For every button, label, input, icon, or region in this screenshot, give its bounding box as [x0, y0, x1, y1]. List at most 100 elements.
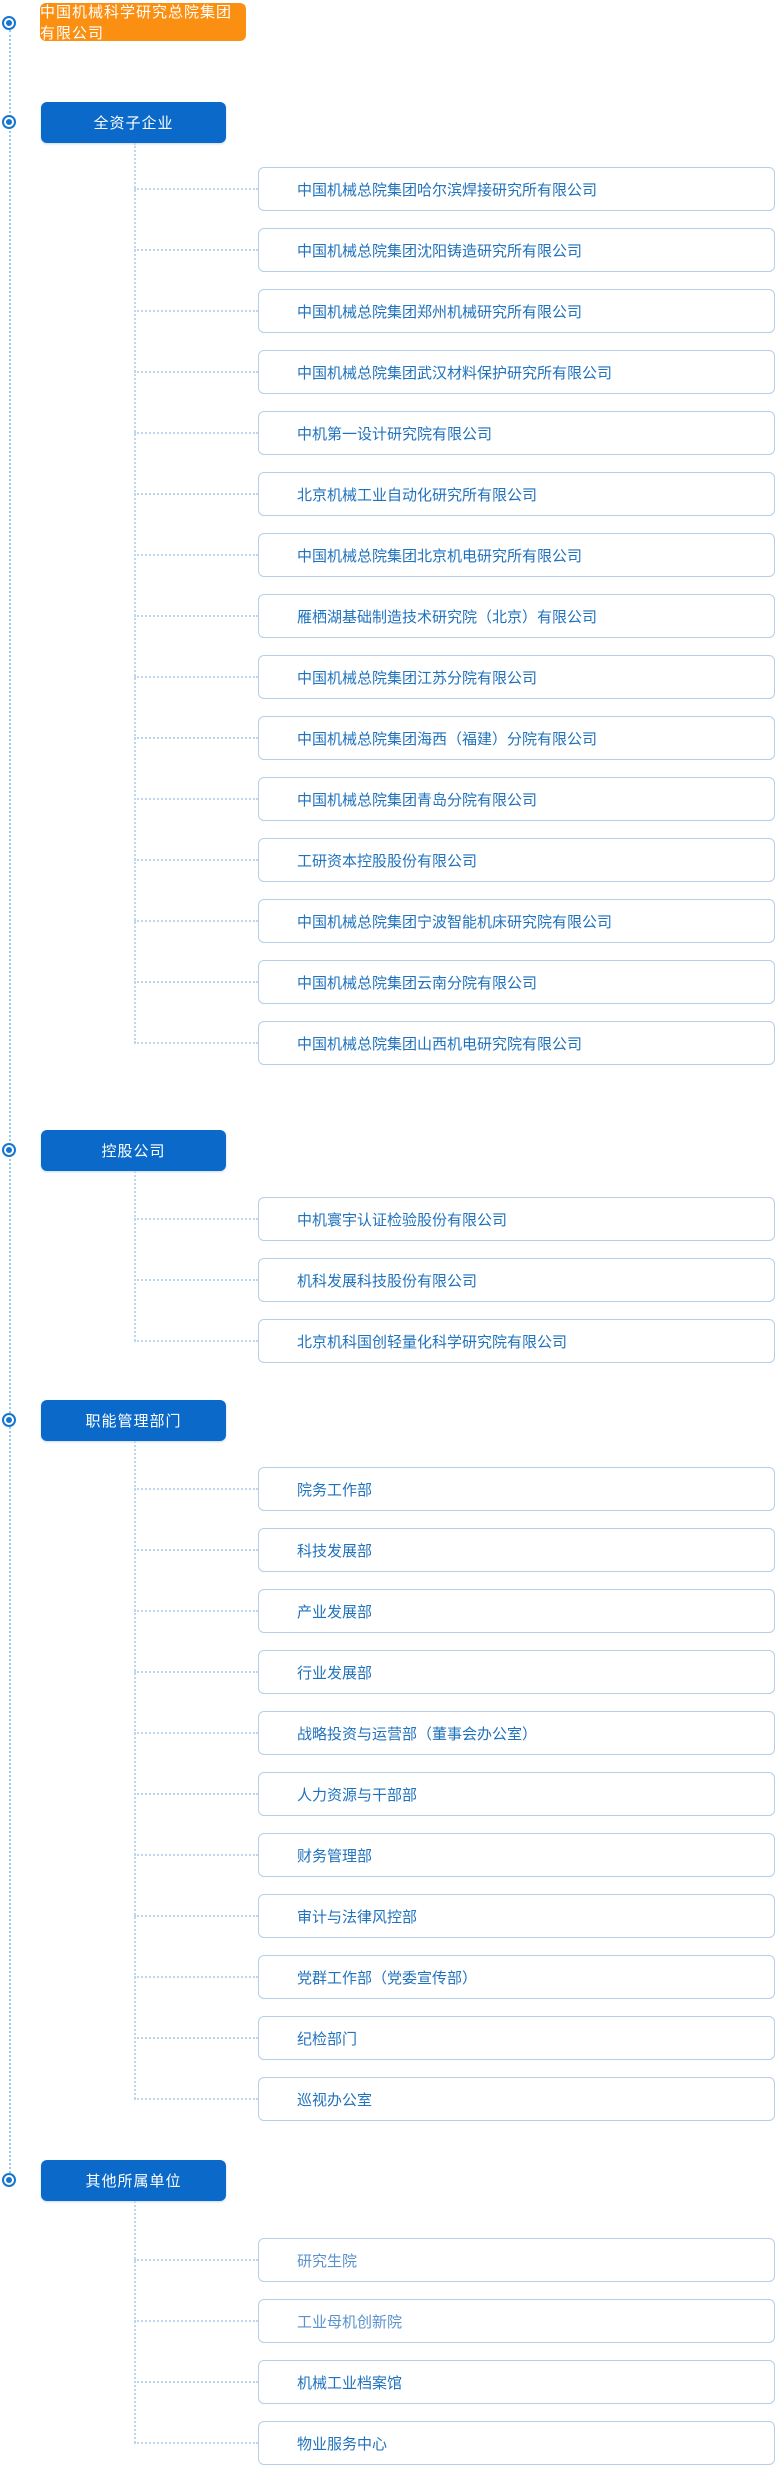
org-item-node[interactable]: 机械工业档案馆 [258, 2360, 775, 2404]
org-item-node[interactable]: 党群工作部（党委宣传部） [258, 1955, 775, 1999]
org-item-node[interactable]: 物业服务中心 [258, 2421, 775, 2465]
org-item-node[interactable]: 审计与法律风控部 [258, 1894, 775, 1938]
org-item-row: 中国机械总院集团山西机电研究院有限公司 [0, 1021, 775, 1065]
org-item-label: 纪检部门 [297, 2029, 358, 2048]
connector-branch-line [134, 2259, 258, 2261]
org-item-label: 院务工作部 [297, 1480, 373, 1499]
org-item-node[interactable]: 中国机械总院集团哈尔滨焊接研究所有限公司 [258, 167, 775, 211]
connector-branch-line [134, 188, 258, 190]
connector-branch-line [134, 1793, 258, 1795]
org-item-node[interactable]: 中国机械总院集团郑州机械研究所有限公司 [258, 289, 775, 333]
org-item-node[interactable]: 机科发展科技股份有限公司 [258, 1258, 775, 1302]
connector-branch-line [134, 859, 258, 861]
org-item-row: 战略投资与运营部（董事会办公室） [0, 1711, 775, 1755]
radio-bullet-icon[interactable] [2, 2173, 16, 2187]
radio-bullet-icon[interactable] [2, 115, 16, 129]
org-item-node[interactable]: 中国机械总院集团海西（福建）分院有限公司 [258, 716, 775, 760]
org-item-node[interactable]: 巡视办公室 [258, 2077, 775, 2121]
org-item-label: 中国机械总院集团北京机电研究所有限公司 [297, 546, 583, 565]
org-item-node[interactable]: 行业发展部 [258, 1650, 775, 1694]
section-header-label: 控股公司 [101, 1142, 166, 1160]
org-item-node[interactable]: 北京机科国创轻量化科学研究院有限公司 [258, 1319, 775, 1363]
connector-vertical-line [134, 143, 136, 1043]
section-header-node[interactable]: 职能管理部门 [41, 1400, 226, 1441]
org-item-label: 中国机械总院集团哈尔滨焊接研究所有限公司 [297, 180, 598, 199]
org-item-node[interactable]: 中国机械总院集团北京机电研究所有限公司 [258, 533, 775, 577]
org-item-row: 雁栖湖基础制造技术研究院（北京）有限公司 [0, 594, 775, 638]
section-item-list: 中机寰宇认证检验股份有限公司机科发展科技股份有限公司北京机科国创轻量化科学研究院… [0, 1197, 775, 1380]
org-item-node[interactable]: 中国机械总院集团宁波智能机床研究院有限公司 [258, 899, 775, 943]
org-item-row: 纪检部门 [0, 2016, 775, 2060]
connector-branch-line [134, 615, 258, 617]
org-item-node[interactable]: 中国机械总院集团青岛分院有限公司 [258, 777, 775, 821]
connector-branch-line [134, 981, 258, 983]
section-item-list: 院务工作部科技发展部产业发展部行业发展部战略投资与运营部（董事会办公室） 人力资源… [0, 1467, 775, 2138]
org-item-node[interactable]: 北京机械工业自动化研究所有限公司 [258, 472, 775, 516]
org-item-label: 物业服务中心 [297, 2434, 388, 2453]
org-item-label: 北京机械工业自动化研究所有限公司 [297, 485, 538, 504]
org-item-row: 行业发展部 [0, 1650, 775, 1694]
connector-branch-line [134, 2381, 258, 2383]
org-item-label: 审计与法律风控部 [297, 1907, 418, 1926]
org-item-node[interactable]: 战略投资与运营部（董事会办公室） [258, 1711, 775, 1755]
org-item-node[interactable]: 中国机械总院集团沈阳铸造研究所有限公司 [258, 228, 775, 272]
org-item-label: 中国机械总院集团江苏分院有限公司 [297, 668, 538, 687]
org-item-label: 党群工作部（党委宣传部） [297, 1968, 478, 1987]
connector-branch-line [134, 1610, 258, 1612]
org-item-row: 工业母机创新院 [0, 2299, 775, 2343]
org-item-row: 北京机科国创轻量化科学研究院有限公司 [0, 1319, 775, 1363]
org-item-label: 中机第一设计研究院有限公司 [297, 424, 493, 443]
section-header-node[interactable]: 全资子企业 [41, 102, 226, 143]
section-item-list: 中国机械总院集团哈尔滨焊接研究所有限公司中国机械总院集团沈阳铸造研究所有限公司中… [0, 167, 775, 1082]
org-item-row: 院务工作部 [0, 1467, 775, 1511]
section-header-label: 全资子企业 [93, 114, 174, 132]
org-item-label: 研究生院 [297, 2251, 358, 2270]
org-item-row: 中国机械总院集团武汉材料保护研究所有限公司 [0, 350, 775, 394]
connector-branch-line [134, 737, 258, 739]
org-item-row: 工研资本控股股份有限公司 [0, 838, 775, 882]
org-item-node[interactable]: 人力资源与干部部 [258, 1772, 775, 1816]
org-item-node[interactable]: 研究生院 [258, 2238, 775, 2282]
org-item-row: 机科发展科技股份有限公司 [0, 1258, 775, 1302]
org-item-node[interactable]: 科技发展部 [258, 1528, 775, 1572]
org-item-row: 中国机械总院集团宁波智能机床研究院有限公司 [0, 899, 775, 943]
org-item-node[interactable]: 产业发展部 [258, 1589, 775, 1633]
org-item-node[interactable]: 财务管理部 [258, 1833, 775, 1877]
org-item-node[interactable]: 中国机械总院集团云南分院有限公司 [258, 960, 775, 1004]
section-header-node[interactable]: 控股公司 [41, 1130, 226, 1171]
radio-bullet-icon[interactable] [2, 1413, 16, 1427]
radio-bullet-icon[interactable] [2, 16, 16, 30]
org-item-row: 巡视办公室 [0, 2077, 775, 2121]
connector-branch-line [134, 798, 258, 800]
radio-bullet-icon[interactable] [2, 1143, 16, 1157]
org-item-label: 中国机械总院集团沈阳铸造研究所有限公司 [297, 241, 583, 260]
org-item-node[interactable]: 中国机械总院集团山西机电研究院有限公司 [258, 1021, 775, 1065]
org-item-node[interactable]: 中国机械总院集团武汉材料保护研究所有限公司 [258, 350, 775, 394]
root-node[interactable]: 中国机械科学研究总院集团有限公司 [40, 3, 246, 42]
org-item-node[interactable]: 雁栖湖基础制造技术研究院（北京）有限公司 [258, 594, 775, 638]
org-item-node[interactable]: 工研资本控股股份有限公司 [258, 838, 775, 882]
org-item-label: 中国机械总院集团山西机电研究院有限公司 [297, 1034, 583, 1053]
org-item-node[interactable]: 纪检部门 [258, 2016, 775, 2060]
connector-branch-line [134, 676, 258, 678]
connector-vertical-line [134, 1171, 136, 1341]
org-item-node[interactable]: 工业母机创新院 [258, 2299, 775, 2343]
section-header-node[interactable]: 其他所属单位 [41, 2160, 226, 2201]
org-item-node[interactable]: 院务工作部 [258, 1467, 775, 1511]
org-item-node[interactable]: 中国机械总院集团江苏分院有限公司 [258, 655, 775, 699]
connector-branch-line [134, 2320, 258, 2322]
org-item-label: 财务管理部 [297, 1846, 373, 1865]
connector-vertical-line [134, 2201, 136, 2443]
connector-branch-line [134, 1732, 258, 1734]
org-item-node[interactable]: 中机第一设计研究院有限公司 [258, 411, 775, 455]
org-item-label: 中机寰宇认证检验股份有限公司 [297, 1210, 508, 1229]
org-item-label: 工业母机创新院 [297, 2312, 403, 2331]
connector-branch-line [134, 1340, 258, 1342]
connector-branch-line [134, 493, 258, 495]
org-item-row: 研究生院 [0, 2238, 775, 2282]
connector-vertical-line [134, 1441, 136, 2099]
org-item-node[interactable]: 中机寰宇认证检验股份有限公司 [258, 1197, 775, 1241]
connector-branch-line [134, 1218, 258, 1220]
org-item-label: 产业发展部 [297, 1602, 373, 1621]
